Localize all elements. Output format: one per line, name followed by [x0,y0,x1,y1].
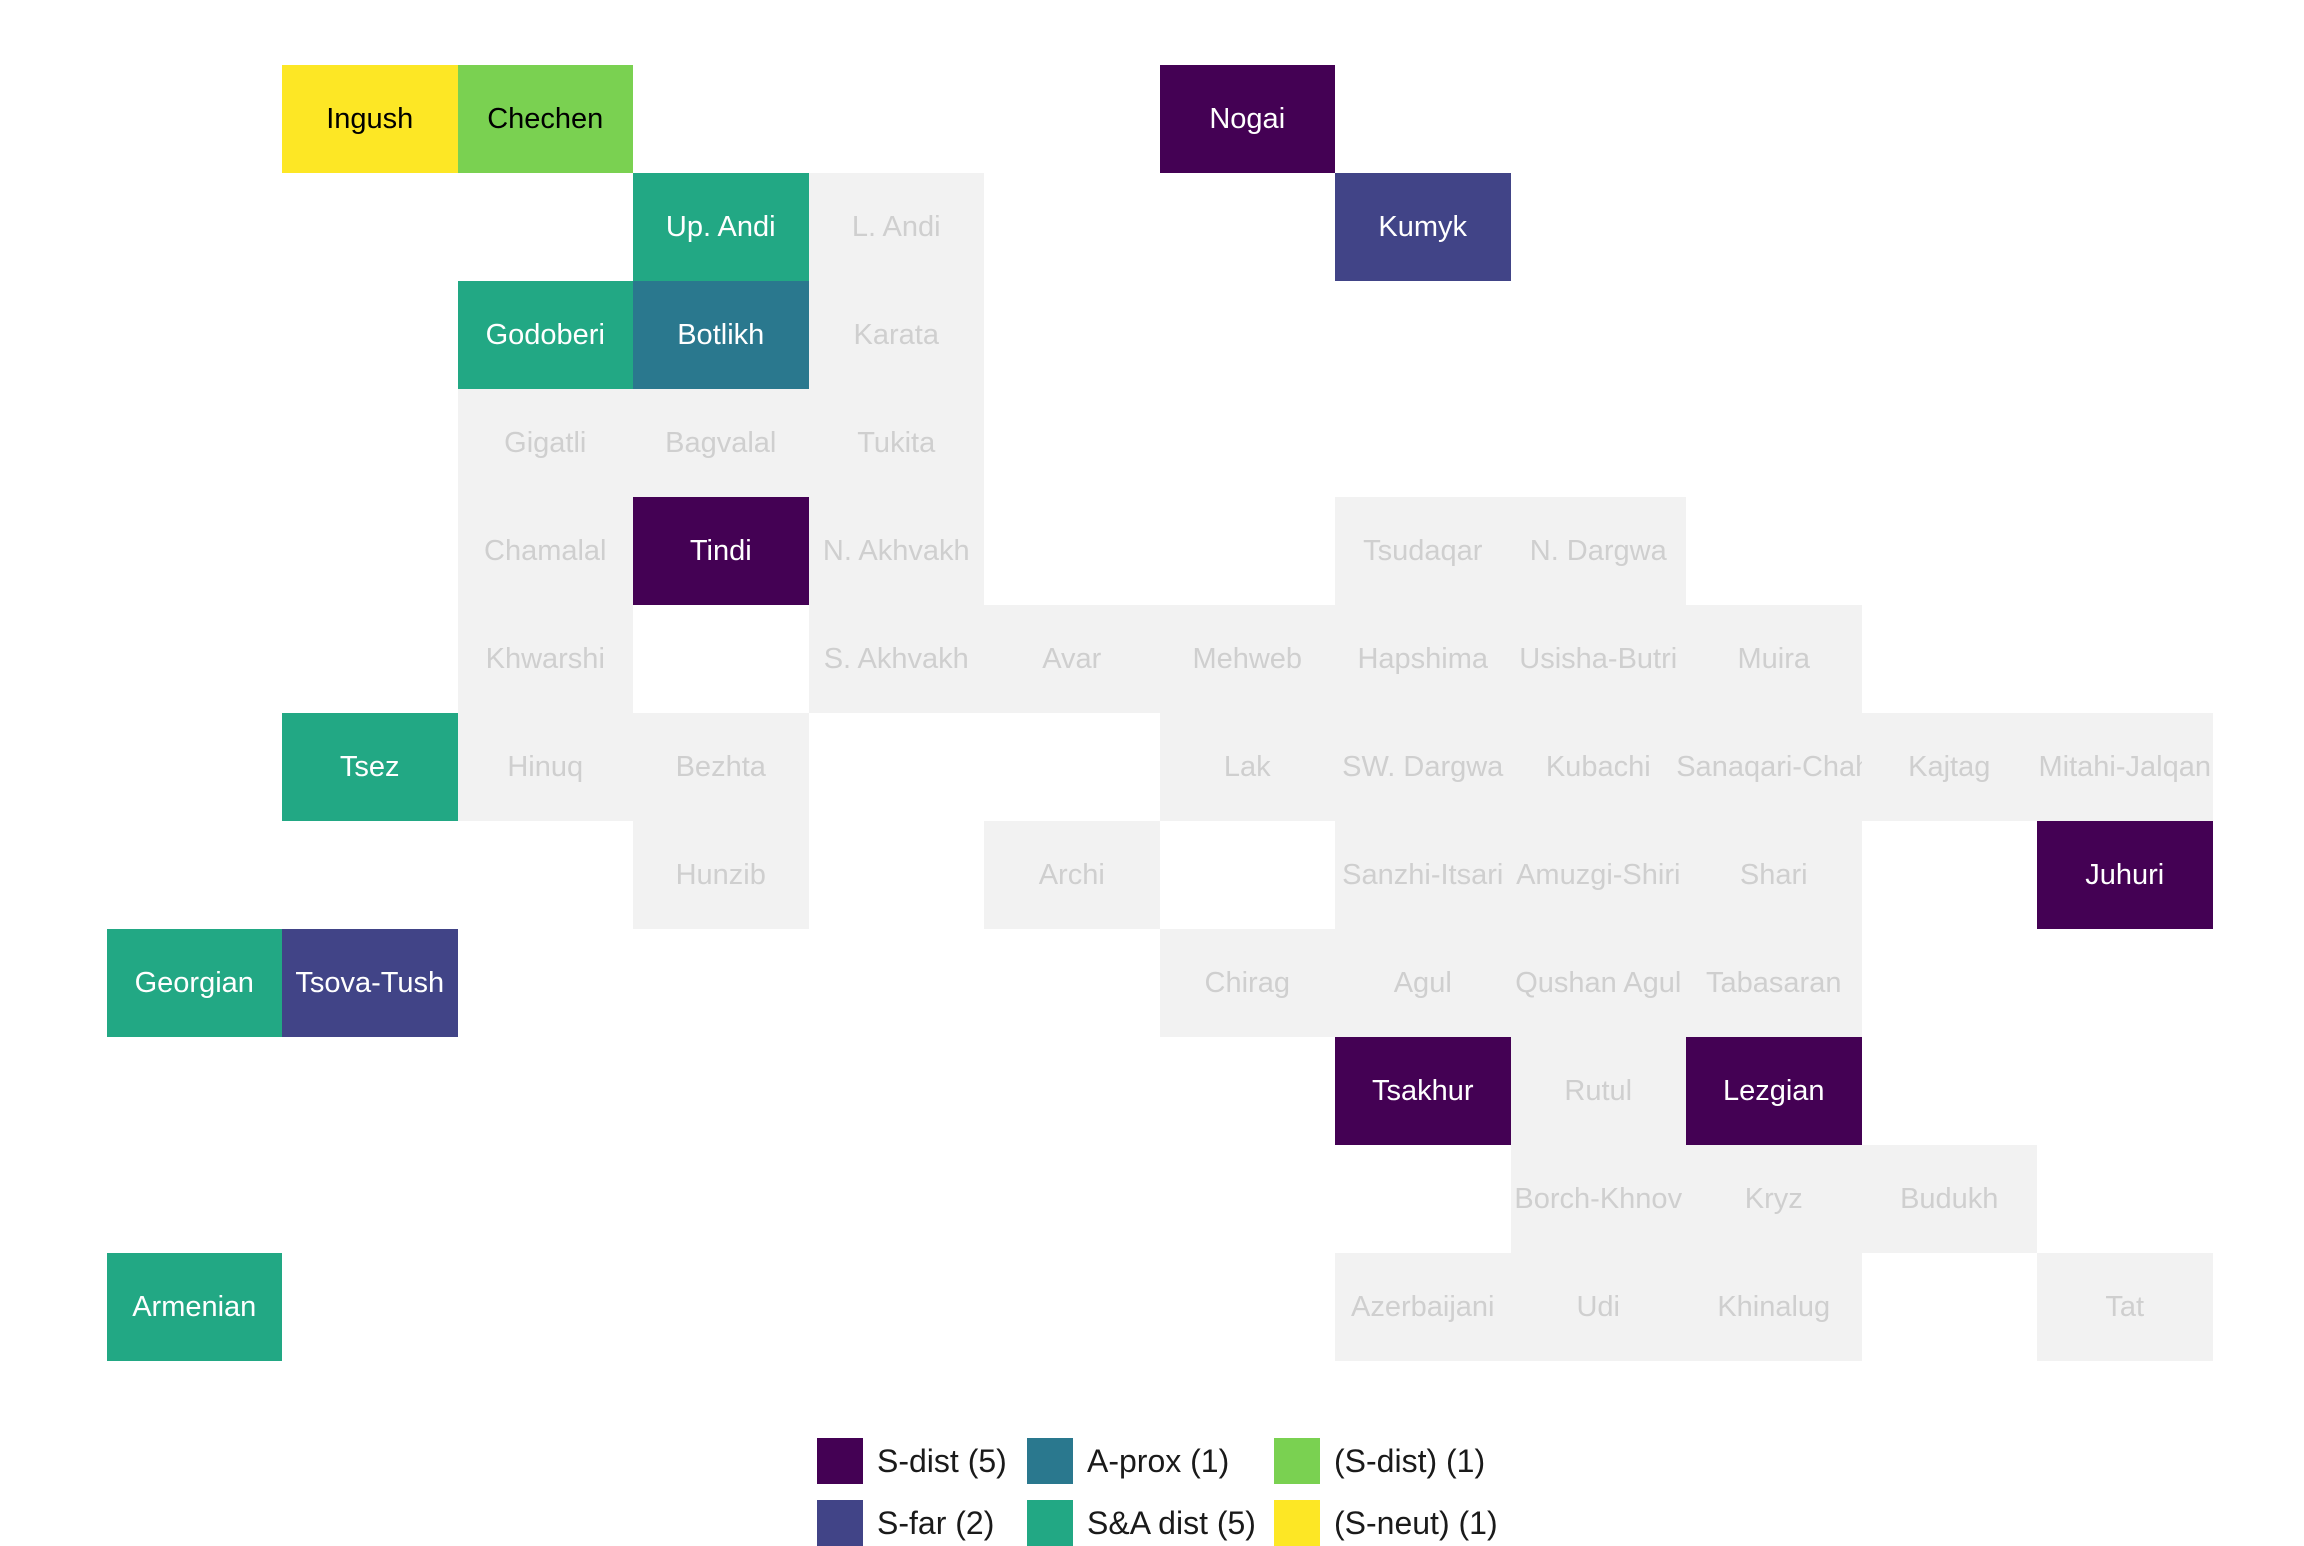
tile-muira: Muira [1686,605,1862,713]
tile-khinalug: Khinalug [1686,1253,1862,1361]
tile-lezgian: Lezgian [1686,1037,1862,1145]
tile-chechen: Chechen [457,65,633,173]
tile-tsova-tush: Tsova-Tush [282,929,458,1037]
tile-borch-khnov: Borch-Khnov [1510,1145,1686,1253]
tile-mitahi-jalqan: Mitahi-Jalqan [2037,713,2213,821]
legend-key-s-neut [1274,1500,1320,1546]
tile-sanaqari-chah: Sanaqari-Chah [1676,713,1871,821]
legend-label-s-dist: (S-dist) (1) [1334,1443,1486,1479]
tile-sw-dargwa: SW. Dargwa [1335,713,1511,821]
tile-chamalal: Chamalal [457,497,633,605]
tile-n-dargwa: N. Dargwa [1510,497,1686,605]
tile-tat: Tat [2037,1253,2213,1361]
tile-hunzib: Hunzib [633,821,809,929]
tile-agul: Agul [1335,929,1511,1037]
tile-tsakhur: Tsakhur [1335,1037,1511,1145]
tile-hapshima: Hapshima [1335,605,1511,713]
tile-azerbaijani: Azerbaijani [1335,1253,1511,1361]
tile-kryz: Kryz [1686,1145,1862,1253]
tile-gigatli: Gigatli [457,389,633,497]
tile-juhuri: Juhuri [2037,821,2213,929]
tile-shari: Shari [1686,821,1862,929]
tile-kajtag: Kajtag [1861,713,2037,821]
legend-key-s-far [817,1500,863,1546]
tile-mehweb: Mehweb [1159,605,1335,713]
tile-s-akhvakh: S. Akhvakh [808,605,984,713]
tile-tindi: Tindi [633,497,809,605]
tile-hinuq: Hinuq [457,713,633,821]
tile-archi: Archi [984,821,1160,929]
tile-bagvalal: Bagvalal [633,389,809,497]
tile-up-andi: Up. Andi [633,173,809,281]
tile-usisha-butri: Usisha-Butri [1510,605,1686,713]
tile-botlikh: Botlikh [633,281,809,389]
tile-tsez: Tsez [282,713,458,821]
tile-tsudaqar: Tsudaqar [1335,497,1511,605]
tile-avar: Avar [984,605,1160,713]
tile-budukh: Budukh [1861,1145,2037,1253]
tile-amuzgi-shiri: Amuzgi-Shiri [1510,821,1686,929]
tile-kubachi: Kubachi [1510,713,1686,821]
tile-kumyk: Kumyk [1335,173,1511,281]
legend-key-a-prox [1027,1438,1073,1484]
tile-qushan-agul: Qushan Agul [1510,929,1686,1037]
legend-key-s-dist [1274,1438,1320,1484]
tile-bezhta: Bezhta [633,713,809,821]
legend-label-s-a-dist: S&A dist (5) [1087,1505,1256,1541]
tile-udi: Udi [1510,1253,1686,1361]
legend-key-s-dist [817,1438,863,1484]
legend-label-s-far: S-far (2) [877,1505,995,1541]
tile-lak: Lak [1159,713,1335,821]
tile-sanzhi-itsari: Sanzhi-Itsari [1335,821,1511,929]
tile-karata: Karata [808,281,984,389]
legend-label-a-prox: A-prox (1) [1087,1443,1230,1479]
tile-godoberi: Godoberi [457,281,633,389]
tile-georgian: Georgian [106,929,282,1037]
legend-label-s-dist: S-dist (5) [877,1443,1007,1479]
tile-armenian: Armenian [106,1253,282,1361]
tile-ingush: Ingush [282,65,458,173]
tile-n-akhvakh: N. Akhvakh [808,497,984,605]
tile-khwarshi: Khwarshi [457,605,633,713]
legend-key-s-a-dist [1027,1500,1073,1546]
tile-nogai: Nogai [1159,65,1335,173]
tile-tukita: Tukita [808,389,984,497]
legend-label-s-neut: (S-neut) (1) [1334,1505,1498,1541]
tile-chirag: Chirag [1159,929,1335,1037]
tile-tabasaran: Tabasaran [1686,929,1862,1037]
tile-rutul: Rutul [1510,1037,1686,1145]
tile-l-andi: L. Andi [808,173,984,281]
